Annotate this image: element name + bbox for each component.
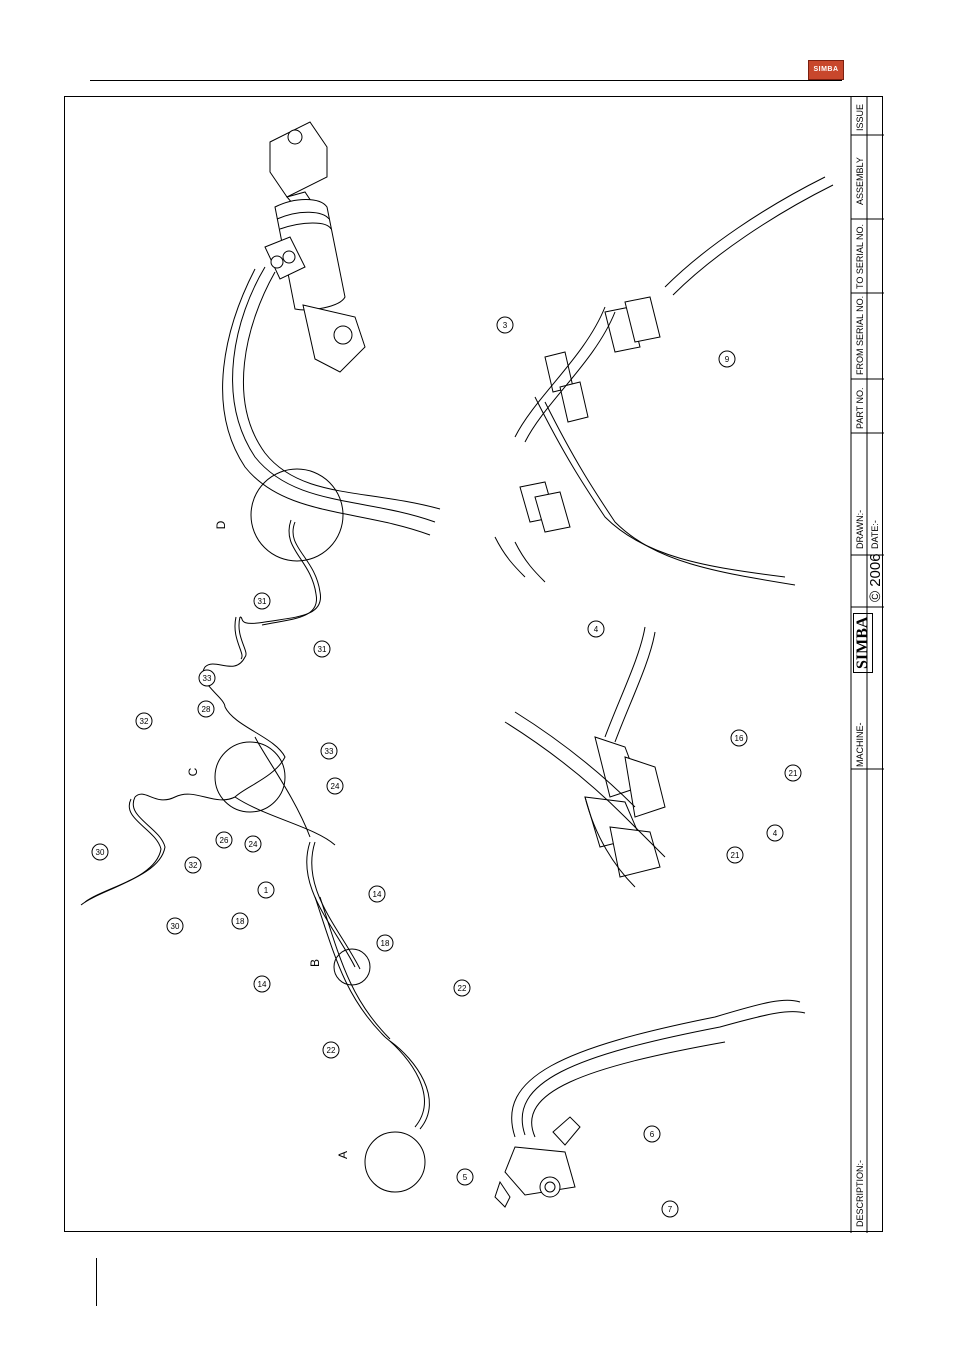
copyright-text: © 2006 [867,553,884,602]
callout-16: 16 [735,734,744,743]
callout-18-right: 18 [381,939,390,948]
callout-3: 3 [503,321,508,330]
callout-32-bottom: 32 [189,861,198,870]
callout-1: 1 [264,886,269,895]
callout-28: 28 [202,705,211,714]
callout-6: 6 [650,1130,655,1139]
hydraulic-cylinder [265,122,365,372]
simba-wordmark: SIMBA [853,613,873,673]
callout-33-top: 33 [203,674,212,683]
callout-4-top: 4 [594,625,599,634]
callout-21-bottom: 21 [731,851,740,860]
detail-label-d: D [214,520,228,529]
footer-rule [96,1258,97,1306]
coupling-bundle [520,297,660,532]
detail-circle-d [251,469,343,561]
callout-26: 26 [220,836,229,845]
callout-14-right: 14 [373,890,382,899]
callout-14-left: 14 [258,980,267,989]
callout-30-bottom: 30 [171,922,180,931]
callout-4-bottom: 4 [773,829,778,838]
logo-text: SIMBA [809,61,843,79]
callout-33-bottom: 33 [325,747,334,756]
callout-18-left: 18 [236,917,245,926]
callout-30-top: 30 [96,848,105,857]
assembly-drawing: 1 3 4 4 5 6 7 9 14 14 16 18 18 21 21 22 … [65,97,884,1233]
callout-31-bottom: 31 [318,645,327,654]
callout-21-top: 21 [789,769,798,778]
machine-label: MACHINE- [855,723,865,768]
detail-label-a: A [336,1151,350,1159]
callout-22-bottom: 22 [327,1046,336,1055]
assembly-label: ASSEMBLY [855,157,865,205]
valve-block [495,1117,580,1207]
part-no-label: PART NO. [855,387,865,429]
drawn-label: DRAWN:- [855,510,865,549]
hose-run [81,520,429,1129]
issue-label: ISSUE [855,104,865,131]
detail-circle-a [365,1132,425,1192]
callout-markers: 1 3 4 4 5 6 7 9 14 14 16 18 18 21 21 22 … [92,317,801,1217]
callout-24-top: 24 [331,782,340,791]
fitting-assembly [585,737,665,877]
callout-7: 7 [668,1205,673,1214]
from-serial-label: FROM SERIAL NO. [855,296,865,375]
callout-24-bottom: 24 [249,840,258,849]
header-rule [90,80,842,81]
detail-label-b: B [308,959,322,967]
detail-label-c: C [186,767,200,776]
callout-22-top: 22 [458,984,467,993]
simba-logo: SIMBA [808,60,844,80]
to-serial-label: TO SERIAL NO. [855,224,865,289]
description-label: DESCRIPTION:- [855,1160,865,1227]
detail-circle-c [215,742,285,812]
date-label: DATE:- [870,520,880,549]
callout-32-top: 32 [140,717,149,726]
callout-31-top: 31 [258,597,267,606]
callout-5: 5 [463,1173,468,1182]
callout-9: 9 [725,355,730,364]
drawing-frame: 1 3 4 4 5 6 7 9 14 14 16 18 18 21 21 22 … [64,96,883,1232]
